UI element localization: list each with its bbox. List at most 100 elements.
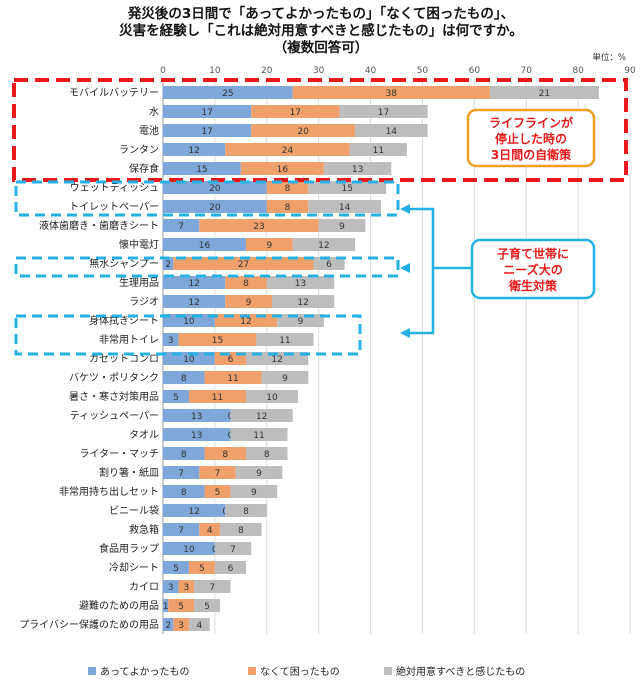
data-label: 10 <box>183 355 195 365</box>
bar-segment <box>163 276 226 289</box>
data-label: 8 <box>243 507 249 517</box>
category-label: 救急箱 <box>129 523 159 536</box>
data-label: 9 <box>256 469 262 479</box>
data-label: 17 <box>201 127 212 137</box>
category-label: ウェットティッシュ <box>70 182 159 194</box>
category-label: モバイルバッテリー <box>69 87 159 99</box>
category-label: ライター・マッチ <box>79 448 159 460</box>
data-label: 17 <box>290 108 301 118</box>
data-label: 8 <box>181 450 187 460</box>
data-label: 10 <box>183 545 195 555</box>
category-label: ランタン <box>119 144 159 156</box>
data-label: 2 <box>165 260 171 270</box>
data-label: 8 <box>243 279 249 289</box>
bar-segment <box>163 333 179 346</box>
arrow-head-1 <box>400 204 410 214</box>
bar-segment <box>163 580 179 593</box>
data-label: 8 <box>222 450 228 460</box>
data-label: 12 <box>256 412 267 422</box>
data-label: 27 <box>238 260 249 270</box>
data-label: 14 <box>386 127 398 137</box>
bar-segment <box>292 86 490 99</box>
bar-segment <box>354 124 428 137</box>
data-label: 10 <box>183 317 195 327</box>
x-tick-label: 60 <box>469 66 481 76</box>
bar-segment <box>163 181 267 194</box>
data-label: 7 <box>230 545 236 555</box>
bar-segment <box>178 333 257 346</box>
childcare-bracket <box>410 207 435 335</box>
data-label: 8 <box>264 450 270 460</box>
category-label: 非常用持ち出しセット <box>59 485 159 498</box>
bar-segment <box>168 599 195 612</box>
data-label: 13 <box>295 279 306 289</box>
bar-segment <box>266 181 309 194</box>
data-label: 5 <box>178 602 184 612</box>
lifeline-callout-line-1: ライフラインが <box>489 115 573 130</box>
bar-segment <box>318 219 366 232</box>
data-label: 3 <box>183 583 189 593</box>
bar-segment <box>349 143 407 156</box>
data-label: 7 <box>209 583 215 593</box>
bar-segment <box>225 295 272 308</box>
bar-segment <box>246 390 298 403</box>
x-tick-label: 70 <box>520 66 532 76</box>
bar-segment <box>261 371 309 384</box>
data-label: 5 <box>173 393 179 403</box>
x-tick-label: 0 <box>160 66 166 76</box>
bar-segment <box>163 561 189 574</box>
category-label: 身体拭きシート <box>89 314 159 327</box>
data-label: 3 <box>178 621 184 631</box>
data-label: 9 <box>339 222 345 232</box>
bar-segment <box>163 295 226 308</box>
data-label: 15 <box>341 184 352 194</box>
category-label: バケツ・ポリタンク <box>69 372 159 384</box>
x-tick-label: 90 <box>624 66 636 76</box>
data-label: 12 <box>188 146 199 156</box>
data-label: 9 <box>282 374 288 384</box>
data-label: 11 <box>253 431 264 441</box>
x-tick-label: 50 <box>417 66 429 76</box>
category-label: 冷却シート <box>109 561 159 574</box>
data-label: 11 <box>373 146 384 156</box>
lifeline-callout-line-2: 停止した時の <box>495 131 567 146</box>
data-label: 9 <box>298 317 304 327</box>
bar-segment <box>230 485 278 498</box>
category-label: 暑さ・寒さ対策用品 <box>69 390 159 403</box>
category-label: 電池 <box>139 124 159 137</box>
bar-segment <box>163 219 200 232</box>
bar-segment <box>163 105 252 118</box>
category-label: ビニール袋 <box>109 504 159 517</box>
data-label: 7 <box>215 469 221 479</box>
data-label: 4 <box>196 621 202 631</box>
data-label: 12 <box>188 298 199 308</box>
data-label: 16 <box>199 241 211 251</box>
bar-segment <box>225 276 267 289</box>
category-label: 無水シャンプー <box>89 257 159 270</box>
bar-segment <box>339 105 428 118</box>
data-label: 8 <box>285 184 291 194</box>
legend: あってよかったものなくて困ったもの絶対用意すべきと感じたもの <box>88 665 525 678</box>
data-label: 6 <box>228 564 234 574</box>
category-label: 非常用トイレ <box>99 333 159 346</box>
bar-segment <box>225 504 267 517</box>
bar-segment <box>188 618 210 631</box>
data-label: 12 <box>297 298 308 308</box>
bar-segment <box>246 447 288 460</box>
bar-segment <box>204 447 247 460</box>
bar-segment <box>266 276 335 289</box>
bar-segment <box>308 200 381 213</box>
bar-segment <box>163 124 252 137</box>
bar-segment <box>308 181 387 194</box>
data-label: 20 <box>209 184 221 194</box>
bar-segment <box>163 200 267 213</box>
data-label: 12 <box>188 279 199 289</box>
arrow-head-2 <box>400 263 410 273</box>
data-label: 11 <box>227 374 238 384</box>
bar-segment <box>163 447 205 460</box>
bar-segment <box>163 618 174 631</box>
bar-segment <box>173 618 189 631</box>
data-label: 1 <box>163 602 169 612</box>
